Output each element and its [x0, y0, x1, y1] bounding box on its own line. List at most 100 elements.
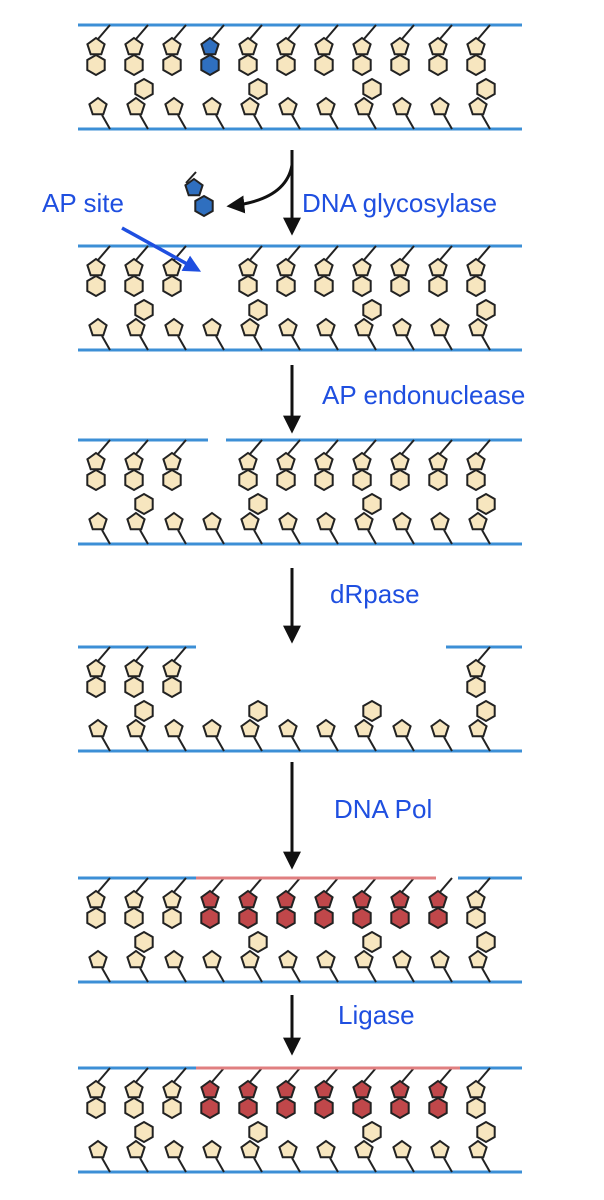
nucleotide	[202, 718, 225, 752]
nucleotide	[86, 1067, 111, 1120]
nucleotide	[86, 439, 111, 492]
nucleotide	[314, 245, 339, 298]
nucleotide	[202, 949, 225, 983]
nucleotide	[278, 1139, 301, 1173]
nucleotide	[468, 77, 496, 130]
nucleotide	[390, 439, 415, 492]
nucleotide	[316, 718, 339, 752]
nucleotide	[430, 949, 453, 983]
nucleotide	[202, 1139, 225, 1173]
nucleotide	[430, 718, 453, 752]
nucleotide	[278, 949, 301, 983]
nucleotide	[238, 24, 263, 77]
nucleotide	[278, 317, 301, 351]
nucleotide	[314, 439, 339, 492]
nucleotide	[88, 511, 111, 545]
nucleotide	[390, 1067, 415, 1120]
nucleotide	[392, 96, 415, 130]
nucleotide	[314, 24, 339, 77]
nucleotide	[164, 96, 187, 130]
nucleotide	[240, 930, 268, 983]
nucleotide	[468, 930, 496, 983]
nucleotide	[200, 24, 225, 77]
nucleotide	[428, 439, 453, 492]
nucleotide	[278, 718, 301, 752]
label-dna-pol: DNA Pol	[334, 794, 432, 824]
nucleotide	[354, 930, 382, 983]
nucleotide	[126, 77, 154, 130]
nucleotide	[126, 930, 154, 983]
dna-panel-ap-site	[78, 244, 522, 352]
nucleotide	[314, 877, 339, 930]
label-ligase: Ligase	[338, 1000, 415, 1030]
nucleotide	[240, 492, 268, 545]
label-drpase: dRpase	[330, 579, 420, 609]
nucleotide	[162, 245, 187, 298]
nucleotide	[316, 949, 339, 983]
nucleotide	[88, 718, 111, 752]
nucleotide	[392, 718, 415, 752]
nucleotide	[88, 96, 111, 130]
nucleotide	[316, 317, 339, 351]
nucleotide	[392, 1139, 415, 1173]
nucleotide	[162, 24, 187, 77]
nucleotide	[238, 1067, 263, 1120]
nucleotide	[86, 245, 111, 298]
dna-panel-ligated	[78, 1066, 522, 1174]
nucleotide	[202, 96, 225, 130]
nucleotide	[430, 1139, 453, 1173]
nucleotide	[126, 1120, 154, 1173]
dna-panel-gapped	[78, 645, 522, 753]
nucleotide	[354, 298, 382, 351]
nucleotide	[316, 511, 339, 545]
nucleotide	[392, 949, 415, 983]
step-arrows	[226, 150, 301, 1056]
nucleotide	[466, 439, 491, 492]
nucleotide	[466, 24, 491, 77]
nucleotide	[354, 699, 382, 752]
nucleotide	[430, 96, 453, 130]
nucleotide	[124, 646, 149, 699]
dna-panel-filled	[78, 876, 522, 984]
nucleotide	[390, 24, 415, 77]
nucleotide	[354, 77, 382, 130]
nucleotide	[428, 245, 453, 298]
nucleotide	[240, 1120, 268, 1173]
nucleotide	[88, 1139, 111, 1173]
nucleotide	[276, 1067, 301, 1120]
nucleotide	[126, 699, 154, 752]
nucleotide	[202, 317, 225, 351]
nucleotide	[124, 877, 149, 930]
nucleotide	[468, 1120, 496, 1173]
nucleotide	[86, 877, 111, 930]
nucleotide	[352, 245, 377, 298]
nucleotide	[162, 646, 187, 699]
arrow-release	[226, 164, 294, 214]
removed-base	[184, 171, 214, 218]
nucleotide	[276, 245, 301, 298]
nucleotide	[124, 245, 149, 298]
nucleotide	[352, 1067, 377, 1120]
nucleotide	[162, 1067, 187, 1120]
nucleotide	[276, 877, 301, 930]
nucleotide	[352, 24, 377, 77]
nucleotide	[124, 1067, 149, 1120]
nucleotide	[314, 1067, 339, 1120]
nucleotide	[88, 949, 111, 983]
nucleotide	[468, 699, 496, 752]
nucleotide	[354, 1120, 382, 1173]
nucleotide	[162, 439, 187, 492]
nucleotide	[428, 24, 453, 77]
label-ap-endonuclease: AP endonuclease	[322, 380, 525, 410]
nucleotide	[240, 298, 268, 351]
nucleotide	[238, 877, 263, 930]
nucleotide	[466, 245, 491, 298]
nucleotide	[202, 511, 225, 545]
nucleotide	[164, 1139, 187, 1173]
nucleotide	[430, 511, 453, 545]
nucleotide	[124, 439, 149, 492]
nucleotide	[392, 317, 415, 351]
nucleotide	[238, 245, 263, 298]
nucleotide	[164, 949, 187, 983]
